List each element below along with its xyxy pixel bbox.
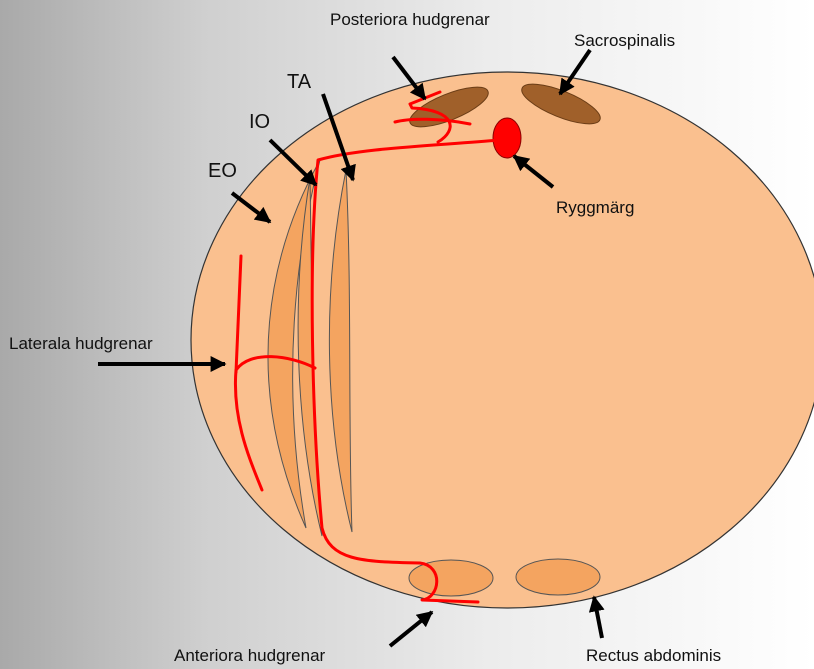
label-ryggmarg: Ryggmärg: [556, 198, 634, 217]
label-sacrospinalis: Sacrospinalis: [574, 31, 675, 50]
label-lateral: Laterala hudgrenar: [9, 334, 153, 353]
label-posterior: Posteriora hudgrenar: [330, 10, 490, 29]
arrow-rectus: [594, 597, 602, 638]
label-rectus: Rectus abdominis: [586, 646, 721, 665]
label-ta: TA: [287, 71, 312, 93]
label-anterior: Anteriora hudgrenar: [174, 646, 326, 665]
label-eo: EO: [208, 160, 237, 182]
label-io: IO: [249, 111, 270, 133]
spinal-cord: [493, 118, 521, 158]
arrow-anterior: [390, 612, 432, 646]
rectus-abdominis-left: [409, 560, 493, 596]
rectus-abdominis-right: [516, 559, 600, 595]
